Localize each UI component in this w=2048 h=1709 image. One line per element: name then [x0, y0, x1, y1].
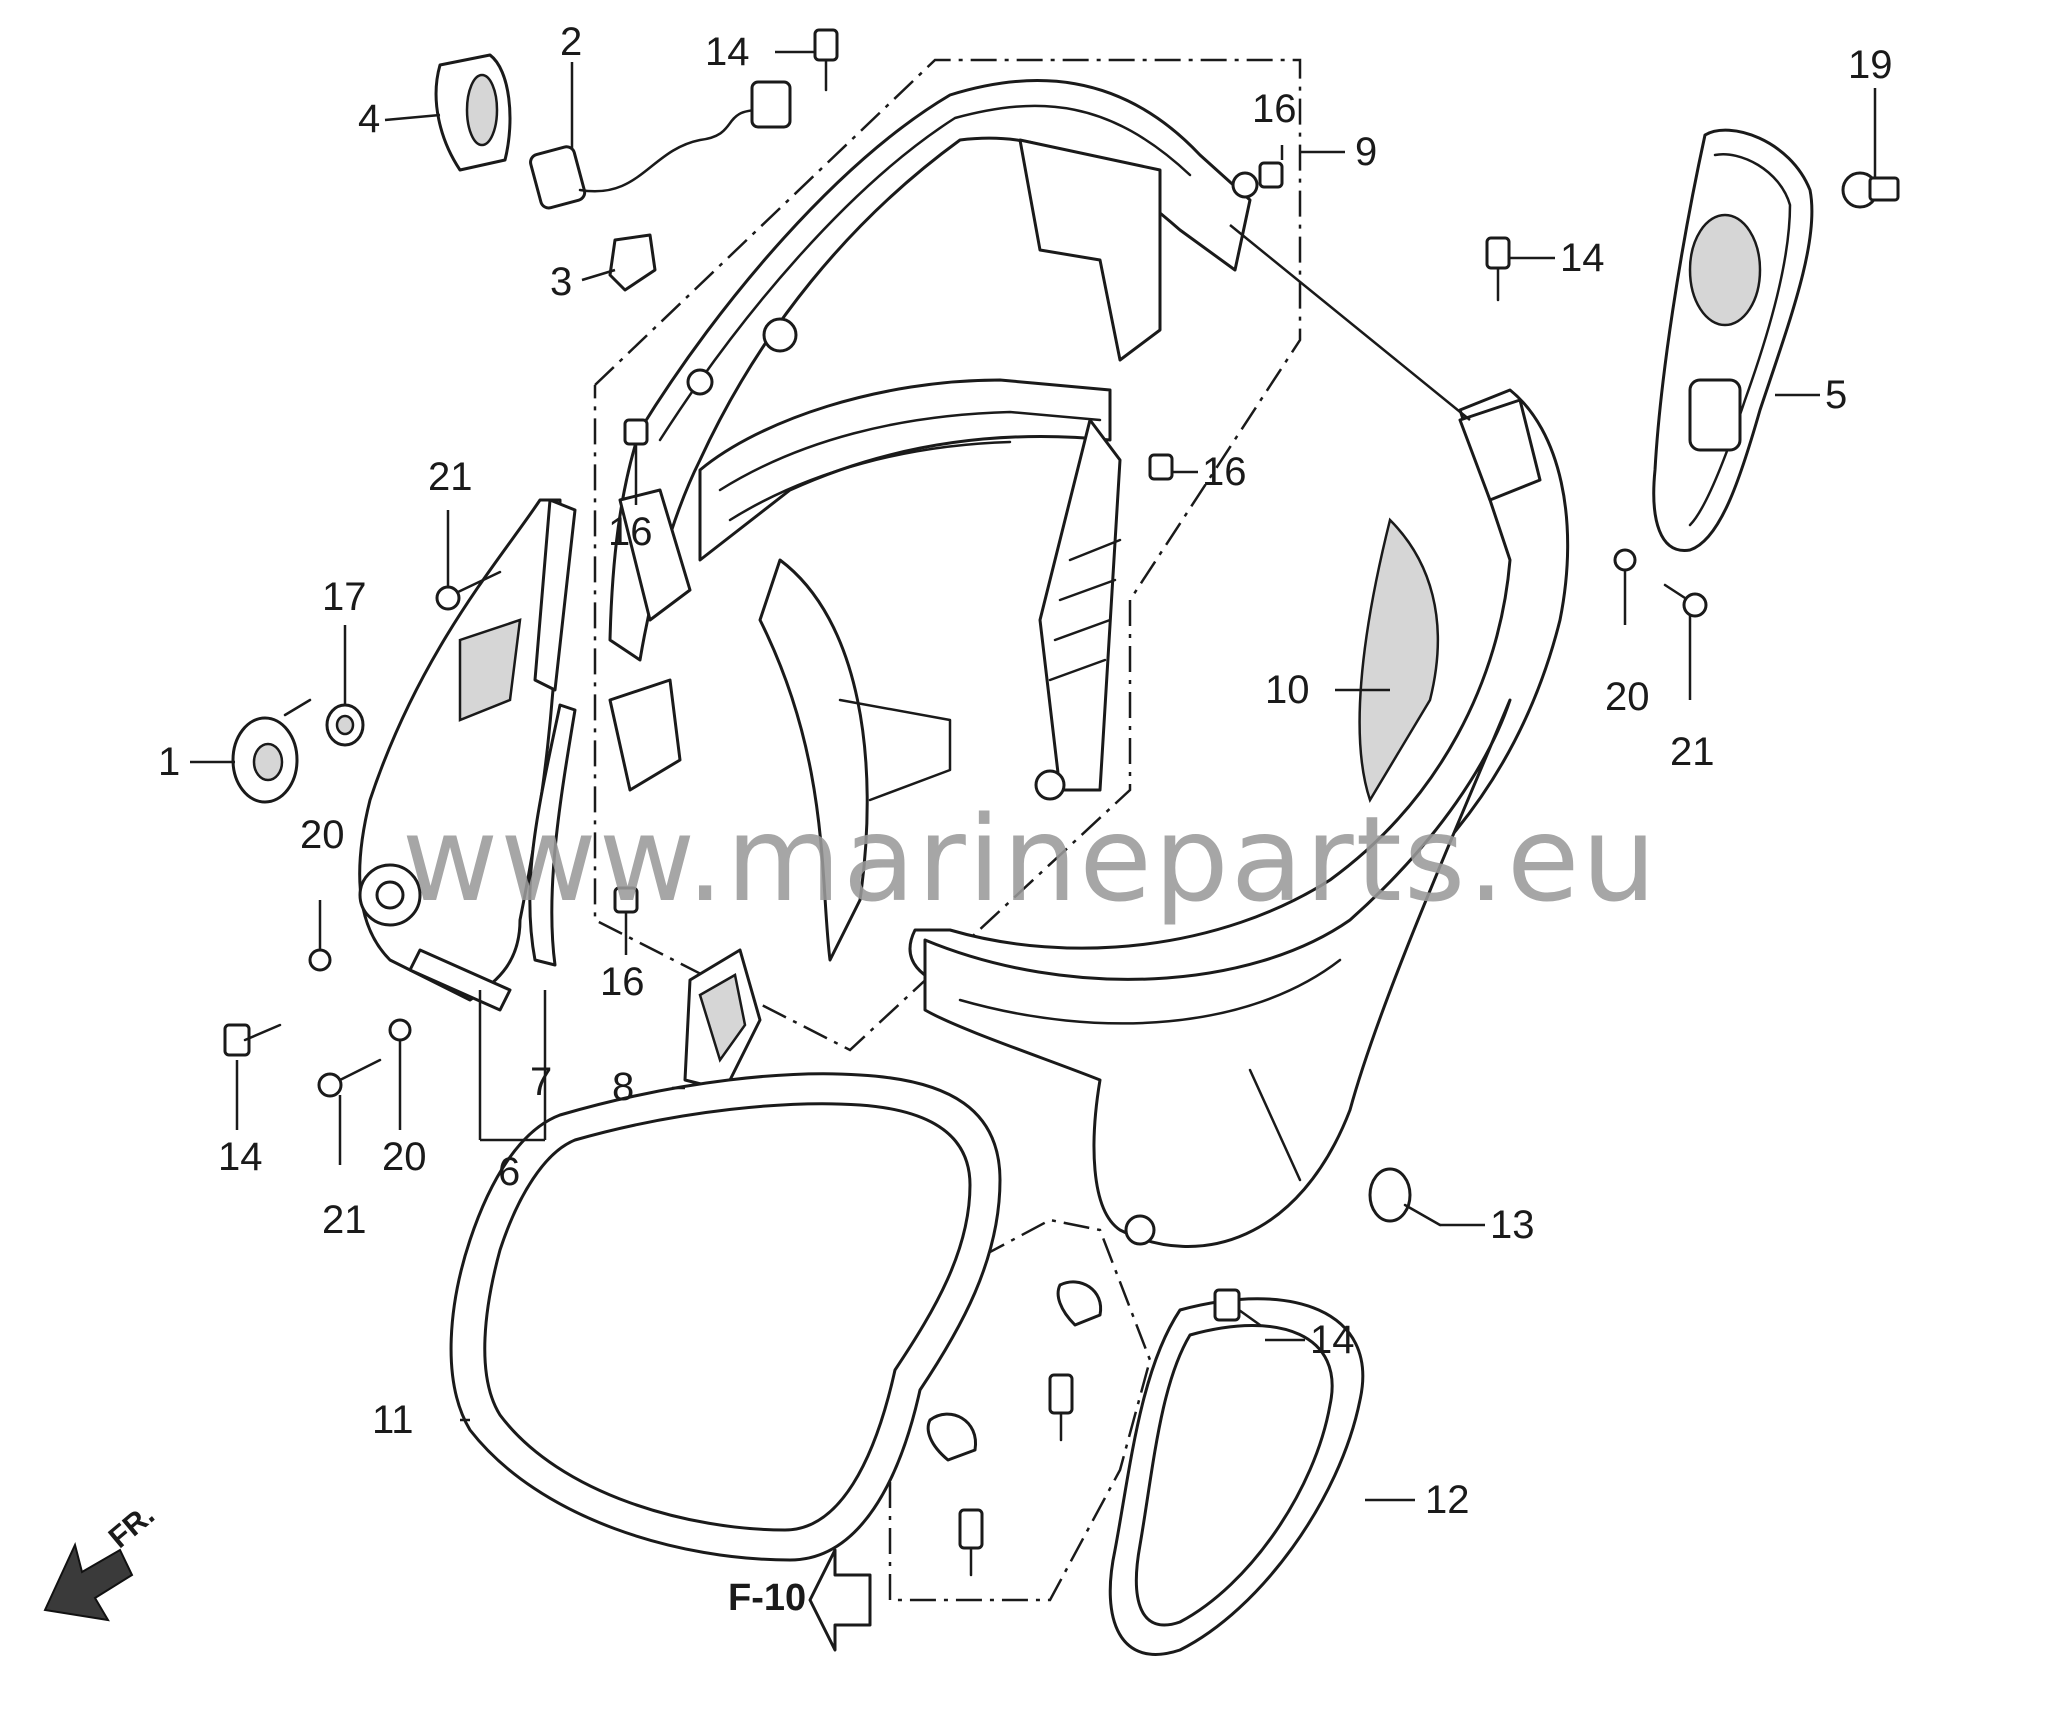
callout-19: 19 — [1848, 43, 1893, 87]
part-12-seal-ring — [1108, 1297, 1365, 1656]
washer-20-lower — [388, 1018, 412, 1042]
leader-lines — [190, 50, 1877, 1502]
f10-reference: F-10 — [728, 1548, 872, 1652]
callout-14-top: 14 — [705, 30, 750, 74]
callout-7: 7 — [530, 1060, 552, 1104]
front-label: FR. — [103, 1498, 161, 1554]
front-arrow-icon — [43, 1542, 134, 1622]
screw-21-lower — [317, 1058, 382, 1098]
callout-13: 13 — [1490, 1203, 1535, 1247]
front-direction-indicator: FR. — [43, 1498, 161, 1622]
part-9-cover-frame — [608, 79, 1259, 962]
callout-12: 12 — [1425, 1478, 1470, 1522]
bolt-14-top — [813, 28, 839, 92]
part-6-bracket — [358, 498, 577, 1012]
f10-fasteners — [926, 1280, 1103, 1577]
callout-17: 17 — [322, 575, 367, 619]
part-3-clip — [608, 233, 657, 292]
part-7-seal-strip — [528, 703, 577, 967]
callout-10: 10 — [1265, 668, 1310, 712]
part-5-plate — [1652, 128, 1814, 552]
clip-16-a — [1258, 161, 1284, 189]
bolt-14-right — [1485, 236, 1511, 302]
callout-16-c: 16 — [1202, 450, 1247, 494]
callout-20-lower: 20 — [382, 1135, 427, 1179]
callout-16-b: 16 — [608, 510, 653, 554]
part-8-guide — [683, 948, 762, 1092]
callout-4: 4 — [358, 97, 380, 141]
part-13-fitting — [1368, 1167, 1442, 1227]
callout-9: 9 — [1355, 130, 1377, 174]
f10-label: F-10 — [728, 1577, 806, 1619]
part-17-nut — [325, 703, 365, 747]
callout-14-left: 14 — [218, 1135, 263, 1179]
f10-arrow-icon — [808, 1548, 872, 1652]
callout-16-a: 16 — [1252, 87, 1297, 131]
callout-1: 1 — [158, 740, 180, 784]
callout-14-right: 14 — [1560, 236, 1605, 280]
part-10-lower-cover — [908, 388, 1570, 1248]
clip-16-b — [623, 418, 649, 446]
callout-3: 3 — [550, 260, 572, 304]
callout-14-bottom: 14 — [1310, 1318, 1355, 1362]
callout-11: 11 — [372, 1398, 414, 1442]
part-19-bolt — [1841, 171, 1900, 209]
clip-16-c — [1148, 453, 1174, 481]
part-2-cable — [529, 80, 792, 210]
callout-5: 5 — [1825, 373, 1847, 417]
bolt-14-left — [223, 1023, 282, 1057]
callout-21-right: 21 — [1670, 730, 1715, 774]
watermark-text: www.marineparts.eu — [402, 790, 1659, 928]
callout-21-lower: 21 — [322, 1198, 367, 1242]
washer-20-left — [308, 948, 332, 972]
part-4-grommet — [434, 53, 512, 172]
callout-8: 8 — [612, 1065, 634, 1109]
callout-labels: 1 2 3 4 5 6 7 8 9 10 11 12 13 14 14 14 1… — [158, 20, 1893, 1522]
part-11-seal-ring — [449, 1072, 1002, 1562]
part-1-knob — [231, 698, 312, 804]
callout-16-d: 16 — [600, 960, 645, 1004]
callout-20-right: 20 — [1605, 675, 1650, 719]
screw-21-right — [1663, 583, 1708, 618]
callout-6: 6 — [498, 1150, 520, 1194]
group-f10-boundary — [888, 1218, 1152, 1602]
callout-20-left: 20 — [300, 813, 345, 857]
callout-21-top: 21 — [428, 455, 473, 499]
washer-20-right — [1613, 548, 1637, 572]
callout-2: 2 — [560, 20, 582, 64]
bolt-14-bottom — [1213, 1288, 1262, 1327]
